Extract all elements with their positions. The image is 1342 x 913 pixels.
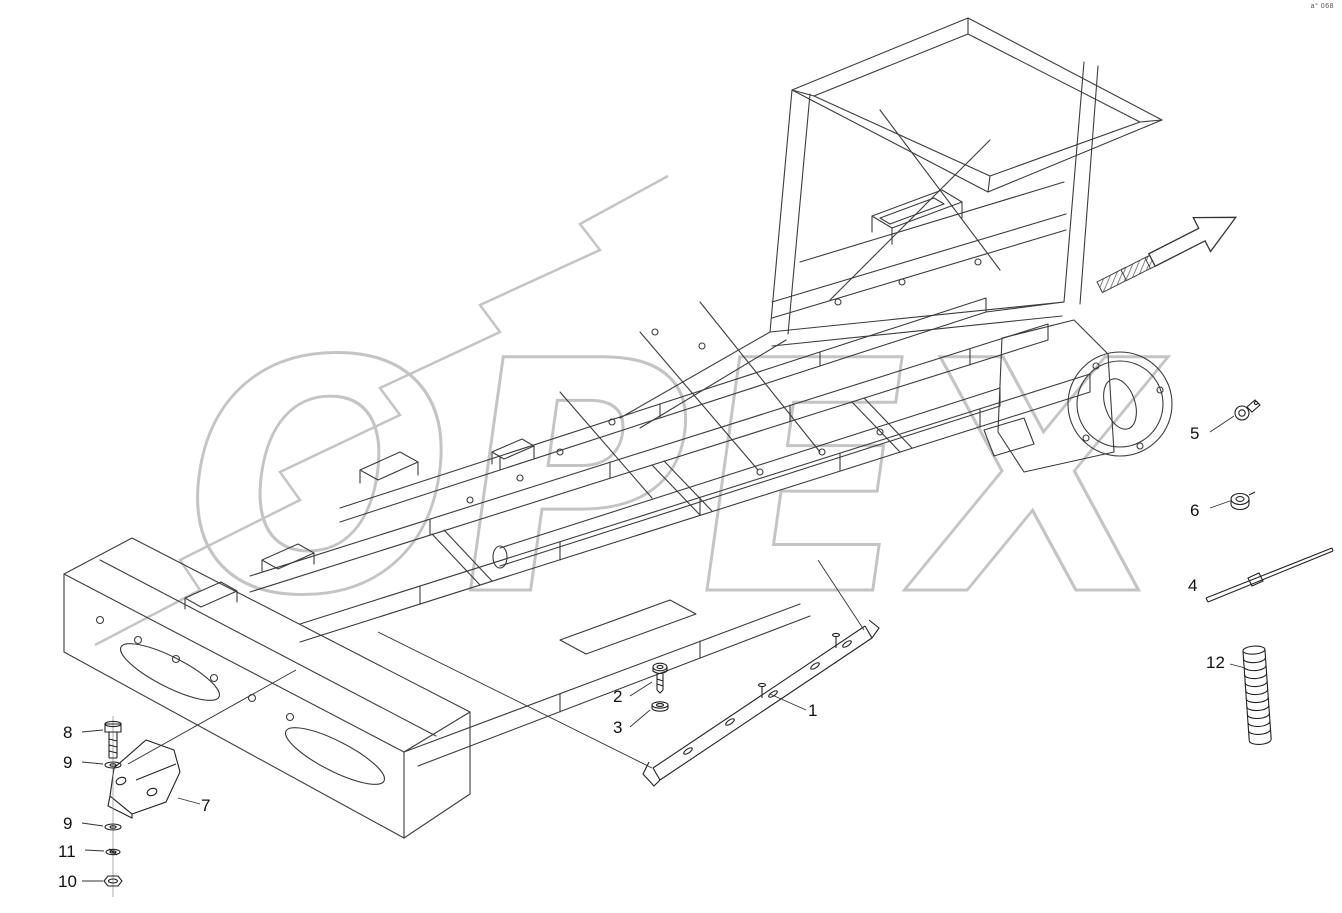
watermark-text: OPEX bbox=[156, 293, 1188, 665]
callout-3: 3 bbox=[613, 718, 623, 737]
part-7-bracket bbox=[107, 739, 181, 819]
direction-arrow-icon bbox=[1096, 216, 1238, 294]
part-6-grommet bbox=[1230, 491, 1256, 511]
callout-1: 1 bbox=[808, 701, 818, 720]
part-12-corrugated-tube bbox=[1242, 645, 1272, 745]
corner-mark: a° 068 bbox=[1310, 3, 1334, 10]
part-4-cable-tie bbox=[1205, 547, 1334, 603]
callout-9b: 9 bbox=[63, 814, 73, 833]
callout-6: 6 bbox=[1190, 501, 1200, 520]
part-1-wear-rail bbox=[642, 619, 880, 787]
callout-5: 5 bbox=[1190, 424, 1200, 443]
fastener-stack bbox=[103, 716, 123, 897]
callout-2: 2 bbox=[613, 687, 623, 706]
part-3-washer bbox=[651, 701, 669, 712]
callout-11: 11 bbox=[58, 842, 76, 861]
part-5-clamp bbox=[1234, 399, 1261, 421]
callout-9a: 9 bbox=[63, 753, 73, 772]
leader-lines bbox=[81, 415, 1246, 882]
callout-10: 10 bbox=[58, 872, 77, 891]
opex-watermark: OPEX bbox=[94, 174, 1190, 667]
callout-12: 12 bbox=[1206, 653, 1225, 672]
callout-4: 4 bbox=[1188, 576, 1198, 595]
callout-7: 7 bbox=[201, 796, 211, 815]
callout-8: 8 bbox=[63, 723, 73, 742]
chassis-line-art bbox=[63, 17, 1173, 839]
part-2-screw bbox=[652, 662, 668, 694]
